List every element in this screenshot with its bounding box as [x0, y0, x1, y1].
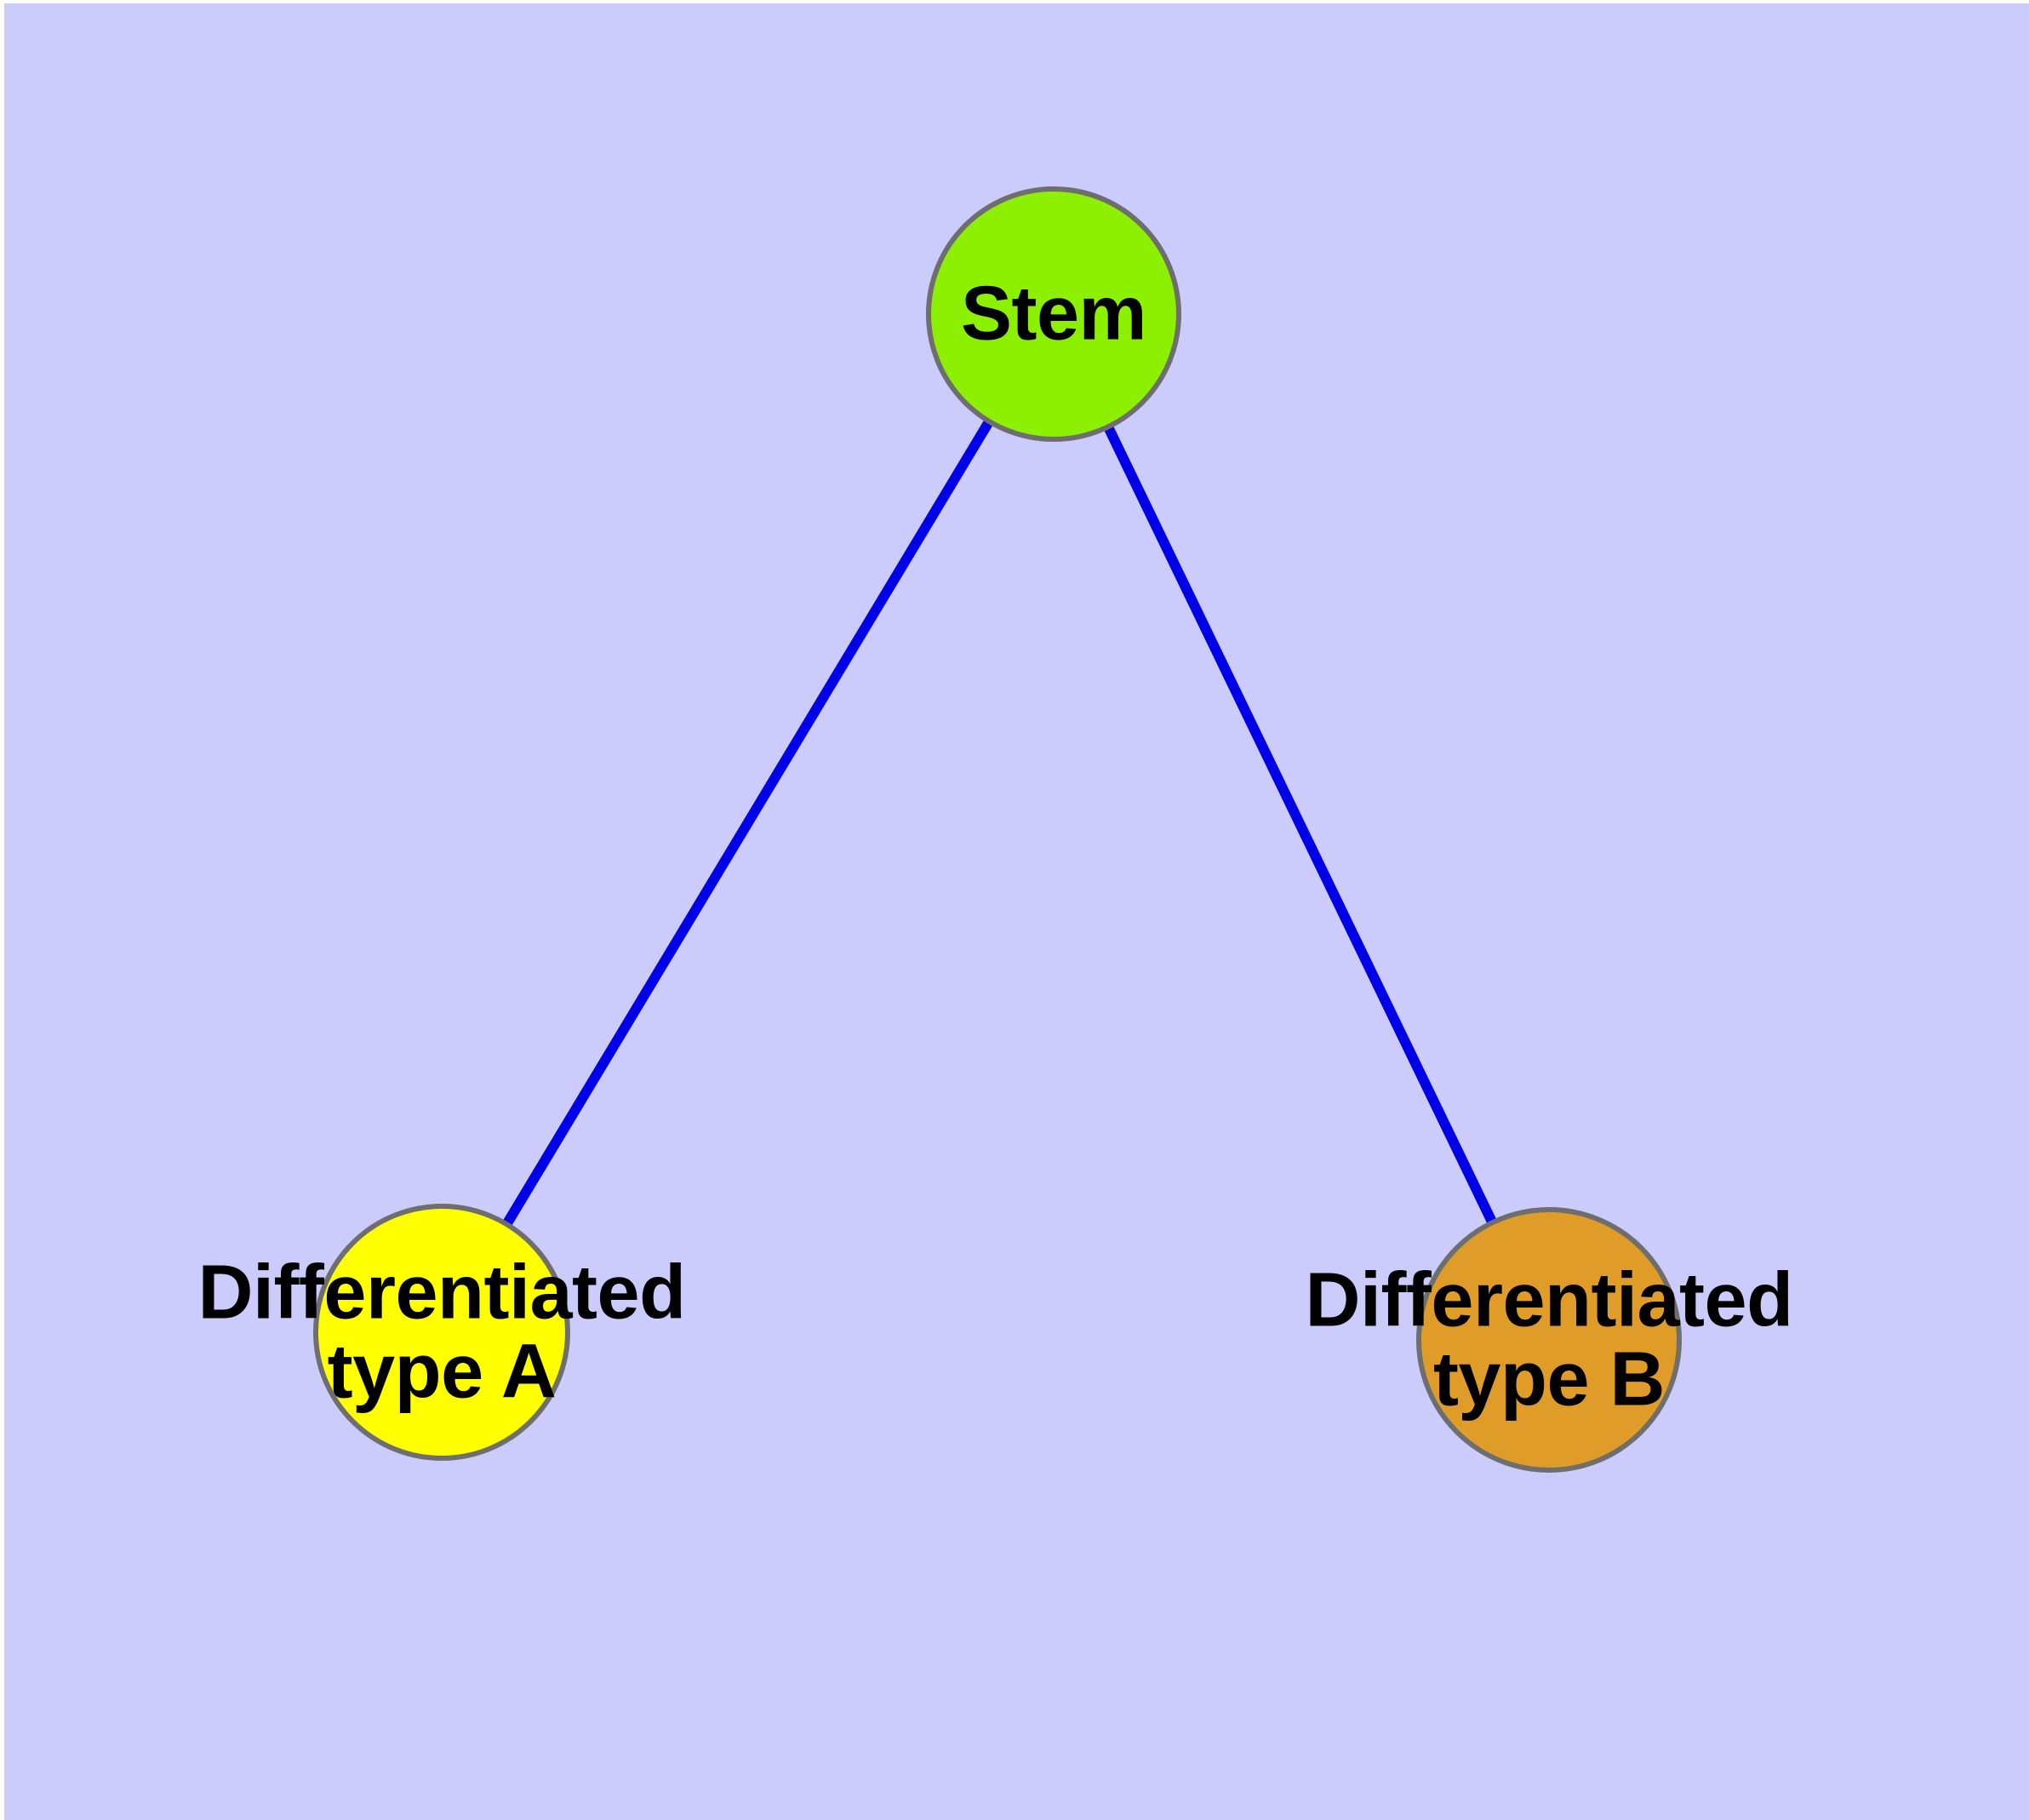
- edge-stem-to-differentiated-type-a: [437, 311, 1059, 1336]
- node-stem-circle[interactable]: [926, 186, 1181, 442]
- node-differentiated-type-b-circle[interactable]: [1416, 1207, 1682, 1473]
- node-differentiated-type-a-circle[interactable]: [313, 1204, 570, 1461]
- node-stem[interactable]: Stem: [926, 186, 1181, 442]
- node-differentiated-type-b[interactable]: Differentiated type B: [1305, 1207, 1793, 1473]
- edge-stem-to-differentiated-type-b: [1049, 312, 1554, 1342]
- node-differentiated-type-a[interactable]: Differentiated type A: [197, 1204, 686, 1461]
